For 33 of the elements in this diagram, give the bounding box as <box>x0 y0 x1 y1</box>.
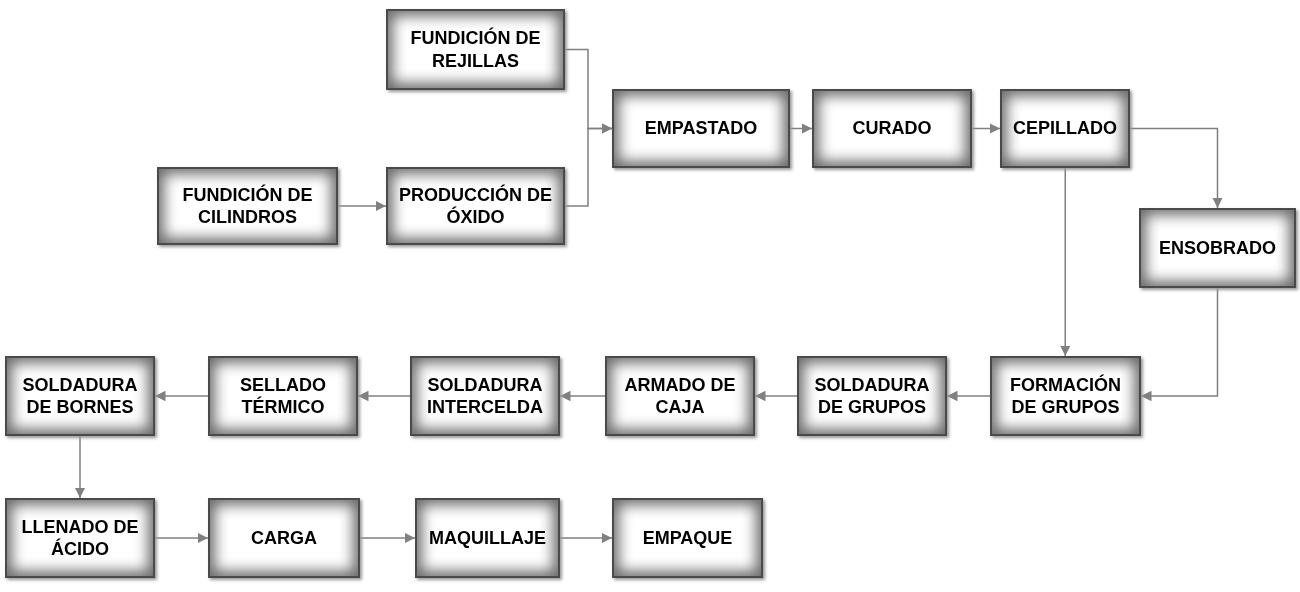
arrow <box>154 390 209 402</box>
process-box: EMPAQUE <box>612 498 763 578</box>
process-box: SOLDADURA DE GRUPOS <box>797 356 947 436</box>
arrow <box>1060 167 1071 357</box>
arrow <box>1129 127 1223 209</box>
arrow <box>74 435 86 499</box>
process-box: ENSOBRADO <box>1139 208 1296 288</box>
process-box: FUNDICIÓN DE CILINDROS <box>157 167 338 245</box>
process-box: FORMACIÓN DE GRUPOS <box>990 356 1141 436</box>
process-box: CURADO <box>812 89 972 168</box>
arrow <box>789 123 813 134</box>
arrow <box>564 123 613 207</box>
process-box: CARGA <box>208 498 360 578</box>
arrow <box>359 532 416 544</box>
process-box: EMPASTADO <box>612 89 790 168</box>
process-box: ARMADO DE CAJA <box>605 356 755 436</box>
process-box: MAQUILLAJE <box>415 498 560 578</box>
arrow <box>337 200 387 212</box>
process-box: SOLDADURA DE BORNES <box>5 356 155 436</box>
process-box: SOLDADURA INTERCELDA <box>410 356 560 436</box>
process-box: CEPILLADO <box>1000 89 1130 168</box>
arrow <box>559 390 606 402</box>
arrow <box>559 532 613 544</box>
process-box: FUNDICIÓN DE REJILLAS <box>386 9 565 90</box>
arrow <box>1140 287 1219 402</box>
arrow <box>154 532 209 544</box>
arrow <box>357 390 411 402</box>
arrow <box>754 390 798 402</box>
process-box: SELLADO TÉRMICO <box>208 356 358 436</box>
process-box: PRODUCCIÓN DE ÓXIDO <box>386 167 565 245</box>
process-box: LLENADO DE ÁCIDO <box>5 498 155 578</box>
arrow <box>946 390 991 402</box>
arrow <box>971 123 1001 134</box>
